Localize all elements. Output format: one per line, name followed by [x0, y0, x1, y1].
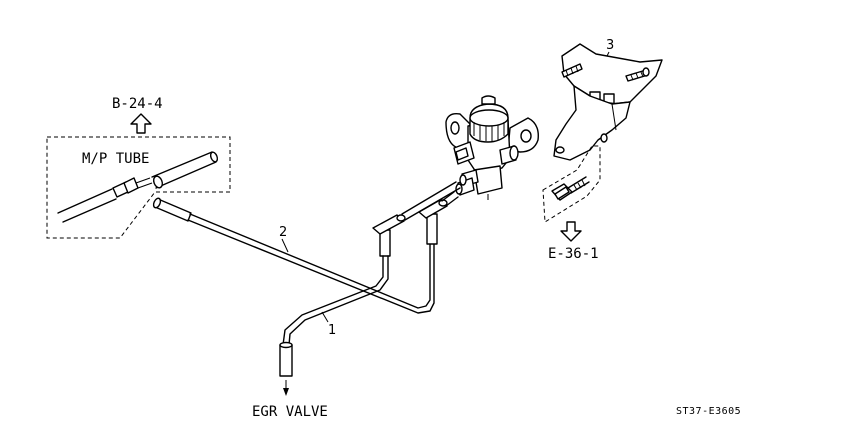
- tube-joint: [112, 177, 153, 198]
- flange-bolt: [551, 176, 590, 201]
- callout-2: 2: [279, 225, 287, 240]
- tube-1: 1: [279, 214, 406, 396]
- bracket-3: 3: [553, 38, 663, 161]
- egr-control-solenoid: [445, 95, 539, 200]
- bolt-detail-frame: [542, 145, 601, 223]
- detail-frame: [46, 136, 231, 239]
- callout-1: 1: [328, 323, 336, 338]
- callout-3: 3: [606, 38, 614, 53]
- tube-2: 2: [152, 197, 448, 314]
- arrow-down-icon: [560, 221, 582, 242]
- arrow-up-icon: [130, 113, 152, 134]
- mp-tube-left: [57, 188, 117, 223]
- diagram-code: ST37-E3605: [676, 406, 741, 417]
- ref-bottom-label: E-36-1: [548, 246, 599, 262]
- egr-valve-label: EGR VALVE: [252, 404, 328, 420]
- ref-b-24-4-group: B-24-4: [112, 96, 163, 134]
- mp-tube-detail: M/P TUBE: [46, 136, 231, 239]
- bolt-detail: E-36-1: [542, 145, 601, 262]
- ref-top-label: B-24-4: [112, 96, 163, 112]
- mp-tube-right: [151, 151, 219, 189]
- mp-tube-label: M/P TUBE: [82, 151, 149, 167]
- solenoid-hoses: [401, 181, 461, 221]
